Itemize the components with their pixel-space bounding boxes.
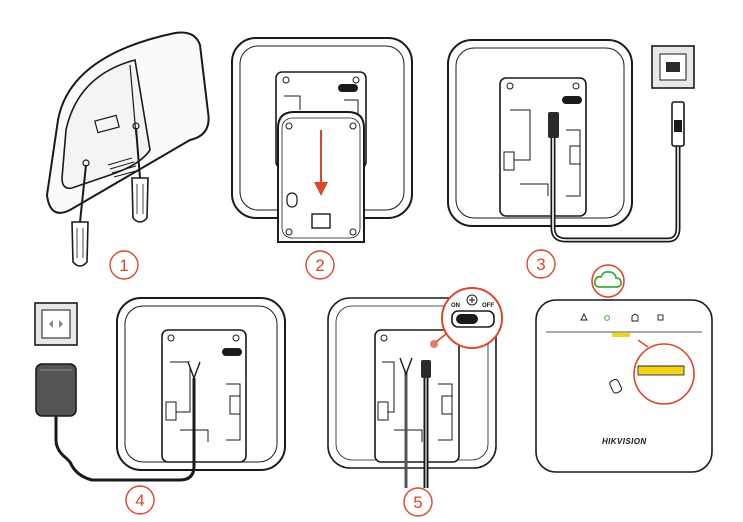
switch-on-label: ON: [451, 303, 460, 309]
step-number-3: 3: [526, 249, 556, 279]
power-switch-callout: ON OFF: [430, 287, 503, 349]
step-3-connect-network-cable: [447, 39, 695, 243]
ethernet-wall-socket: [651, 45, 695, 89]
power-adapter: [35, 363, 77, 417]
step-1-open-back-panel: [45, 31, 210, 267]
step-4-connect-power-adapter: [34, 297, 286, 482]
cloud-icon: [591, 264, 625, 298]
step-number-4: 4: [125, 485, 155, 515]
arming-indicator-icon: [631, 313, 639, 322]
power-cable: [54, 378, 196, 482]
svg-text:4: 4: [135, 491, 144, 510]
step-2-remove-cover: [231, 37, 413, 243]
slide-down-arrow: [314, 130, 328, 196]
svg-text:1: 1: [119, 256, 128, 275]
screwdriver-left: [71, 164, 89, 267]
svg-text:2: 2: [315, 256, 324, 275]
cloud-indicator-led: [604, 315, 610, 321]
led-zoom-callout: [633, 339, 695, 405]
speaker-grille: [107, 157, 137, 178]
step-number-1: 1: [109, 250, 139, 280]
step-number-5: 5: [403, 487, 433, 517]
screwdriver-right: [131, 127, 149, 223]
hub-brand-logo: HIKVISION: [602, 437, 647, 446]
step-5-switch-on: ON OFF: [327, 287, 503, 488]
status-led-bar: [612, 333, 630, 337]
step-number-2: 2: [305, 250, 335, 280]
alarm-indicator-icon: [580, 312, 588, 321]
svg-text:3: 3: [536, 255, 545, 274]
svg-text:5: 5: [413, 493, 422, 512]
hub-front-status: HIKVISION: [535, 264, 713, 473]
switch-off-label: OFF: [482, 303, 494, 309]
tag-reader-icon: [609, 378, 623, 394]
fault-indicator-icon: [657, 314, 664, 321]
power-wall-socket: [34, 302, 78, 346]
